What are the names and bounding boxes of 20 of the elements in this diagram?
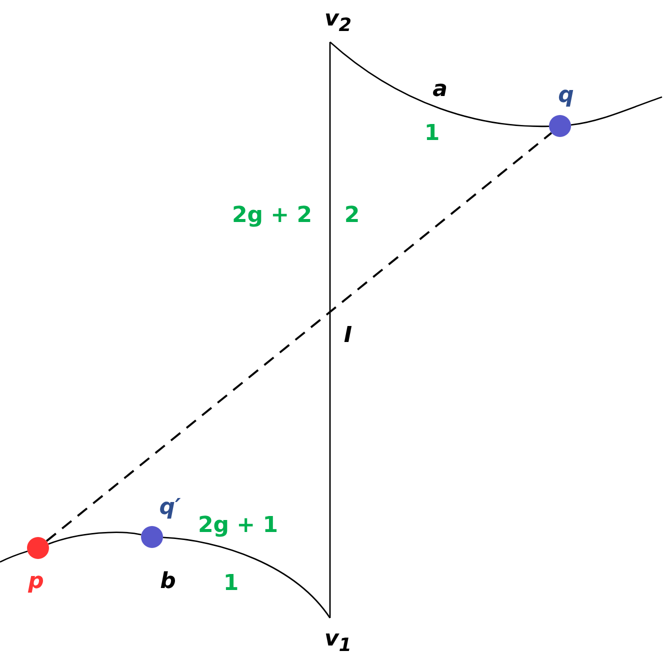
vertex-label: v$_{2}$ bbox=[324, 8, 352, 36]
dashed-line bbox=[46, 132, 552, 542]
weight-label: 1 bbox=[424, 123, 440, 145]
curve bbox=[162, 536, 331, 618]
curve bbox=[570, 96, 662, 126]
point-label: q bbox=[558, 85, 574, 107]
point-label: q′ bbox=[159, 497, 181, 519]
curve bbox=[330, 41, 549, 127]
weight-label: 2g + 1 bbox=[198, 515, 278, 537]
curve bbox=[48, 532, 142, 545]
weight-label: 1 bbox=[223, 573, 239, 595]
weight-label: 2g + 2 bbox=[232, 205, 312, 227]
point-label: p bbox=[28, 571, 44, 593]
line bbox=[329, 42, 331, 618]
curve bbox=[0, 550, 28, 563]
name-label: b bbox=[160, 571, 176, 593]
name-label: I bbox=[344, 325, 352, 347]
name-label: a bbox=[432, 79, 448, 101]
weight-label: 2 bbox=[344, 205, 360, 227]
vertex-label: v$_{1}$ bbox=[324, 628, 352, 656]
